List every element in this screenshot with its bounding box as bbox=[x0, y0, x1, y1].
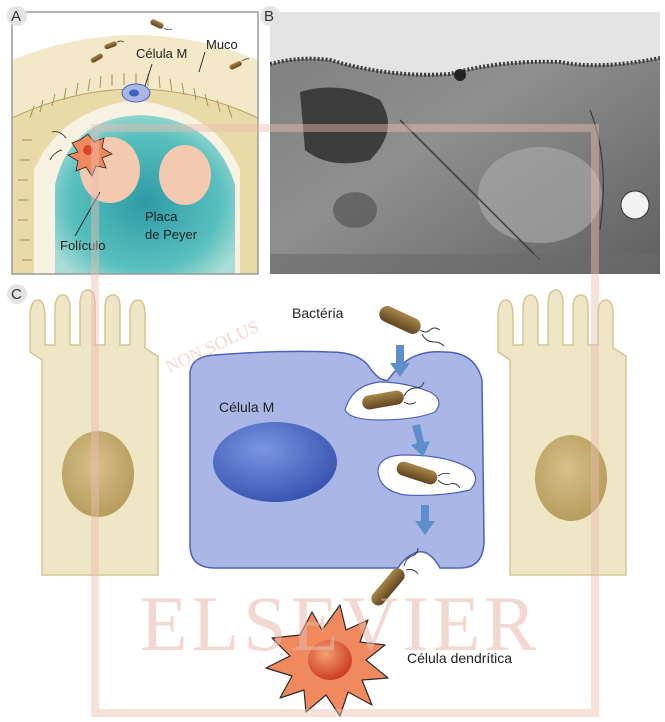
micrograph-nucleus-1 bbox=[478, 147, 602, 243]
micrograph-nucleus-2 bbox=[333, 192, 377, 228]
follicle-right bbox=[159, 145, 211, 205]
panel-a: Célula M Muco Folículo Placa de Peyer bbox=[12, 12, 258, 274]
panel-letter-a: A bbox=[11, 8, 21, 25]
label-m-cell-a: Célula M bbox=[136, 46, 187, 61]
panel-b bbox=[270, 12, 660, 274]
panel-letter-b: B bbox=[264, 8, 274, 25]
label-peyer-line1: Placa bbox=[145, 209, 178, 224]
m-cell-small-nucleus bbox=[129, 90, 139, 97]
bacterium-1 bbox=[377, 303, 444, 346]
label-mucus: Muco bbox=[206, 37, 238, 52]
epithelial-cell-right bbox=[498, 290, 626, 575]
micrograph-granule bbox=[454, 69, 466, 81]
micrograph-bottom bbox=[270, 254, 660, 274]
panel-letter-c: C bbox=[11, 286, 22, 303]
label-peyer-line2: de Peyer bbox=[145, 227, 198, 242]
label-m-cell-c: Célula M bbox=[219, 399, 274, 415]
watermark-publisher: ELSEVIER bbox=[140, 580, 540, 667]
m-cell-nucleus bbox=[213, 422, 337, 502]
label-bacterium: Bactéria bbox=[292, 305, 344, 321]
micrograph-vesicle bbox=[621, 191, 649, 219]
